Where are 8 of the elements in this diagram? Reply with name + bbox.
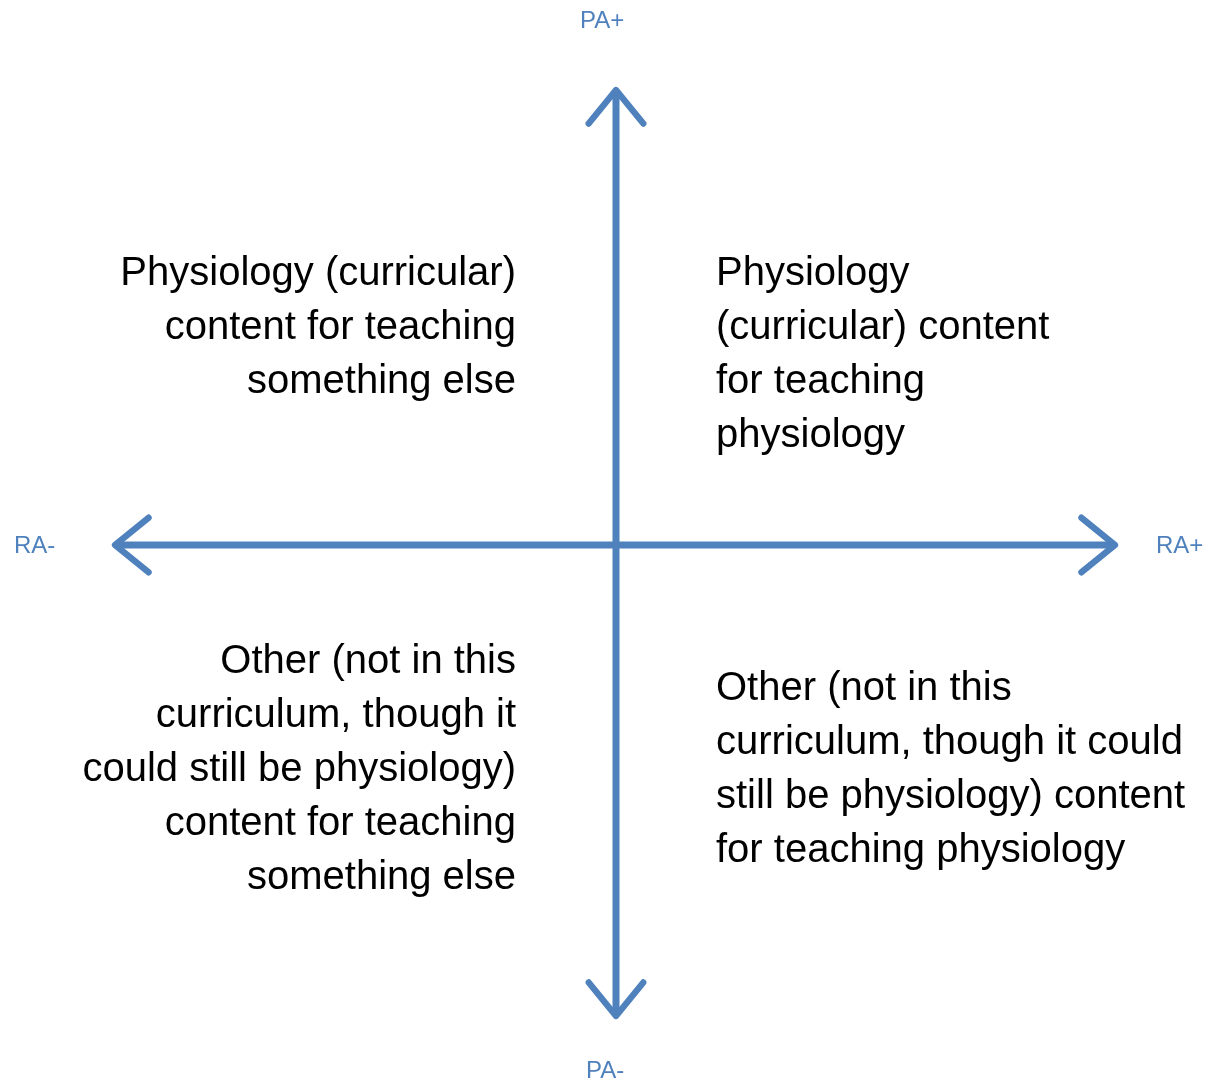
quadrant-text: Physiology (curricular) content for teaching physiology [716,248,1051,457]
axis-label: PA+ [580,6,625,34]
quadrant-text: Physiology (curricular) content for teaching something else [119,248,516,403]
axis-label: RA+ [1156,531,1204,559]
axis-label: PA- [586,1056,625,1082]
quadrant-text: Other (not in this curriculum, though it could still be physiology) content for teaching physiology [716,663,1186,872]
quadrant-text: Other (not in this curriculum, though it could still be physiology) content for teaching something else [81,636,516,899]
axis-label: RA- [14,531,56,559]
